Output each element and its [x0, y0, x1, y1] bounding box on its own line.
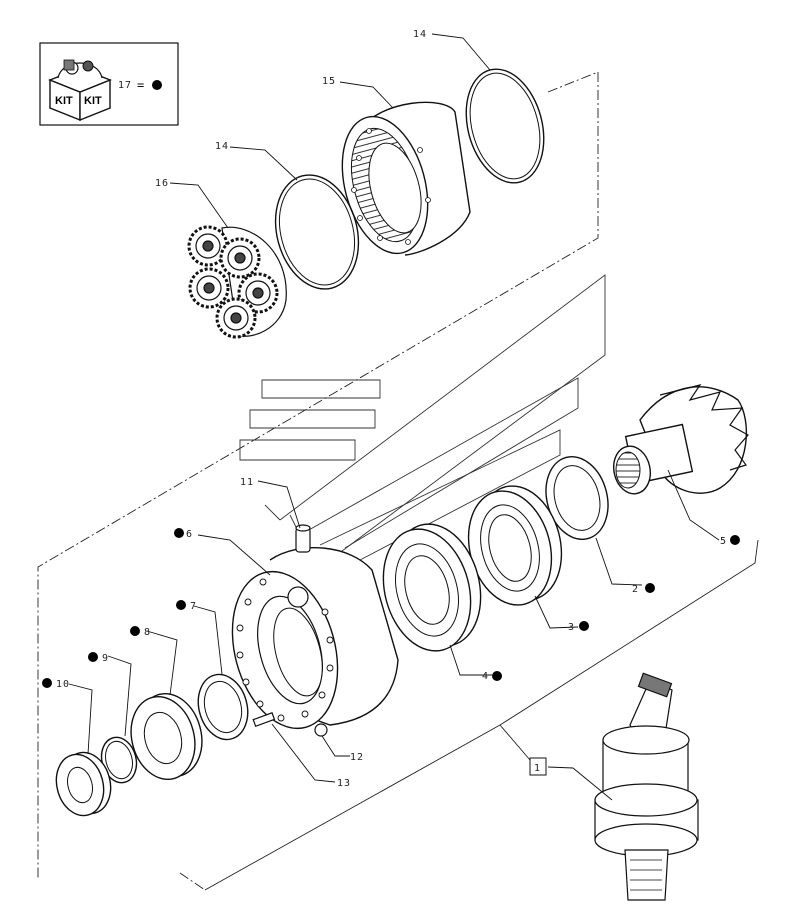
kit-dot-icon	[42, 678, 52, 688]
callout-labels: 14 15 14 16 5 2 3 4 6 7 8 9 10 11 12 13 …	[42, 29, 740, 789]
bearing-4	[382, 523, 482, 652]
kit-dot-icon	[88, 652, 98, 662]
boundary-lines	[204, 539, 759, 891]
kit-ref-label: 17	[118, 80, 132, 91]
callout-8: 8	[144, 627, 151, 638]
callout-14b: 14	[215, 141, 229, 152]
leader-lines	[68, 33, 720, 801]
callout-4: 4	[482, 671, 489, 682]
callout-12: 12	[350, 752, 364, 763]
planet-gear-icon	[215, 297, 257, 339]
kit-box-icon	[48, 59, 112, 122]
callout-3: 3	[568, 622, 575, 633]
bearing-8	[130, 692, 203, 781]
bearing-3	[467, 485, 563, 606]
center-guidelines	[37, 71, 599, 891]
direction-arrow-icon	[239, 274, 606, 561]
callout-9: 9	[102, 653, 109, 664]
swing-reduction-assembly-1	[594, 672, 699, 901]
snap-ring-14-middle	[274, 174, 360, 290]
callout-14a: 14	[413, 29, 427, 40]
kit-box-left-label: KIT	[55, 95, 73, 107]
callout-10: 10	[56, 679, 70, 690]
kit-dot-icon	[174, 528, 184, 538]
shim-2	[545, 455, 609, 541]
plug-12	[314, 723, 328, 737]
callout-1: 1	[534, 763, 541, 774]
callout-5: 5	[720, 536, 727, 547]
callout-6: 6	[186, 529, 193, 540]
planet-gear-icon	[219, 237, 261, 279]
equals-sign: =	[137, 78, 144, 92]
callout-13: 13	[337, 778, 351, 789]
dowel-pin-13	[252, 712, 276, 728]
kit-dot-icon	[176, 600, 186, 610]
snap-ring-14-top	[465, 68, 545, 184]
seal-7	[197, 673, 249, 741]
pinion-shaft-5	[612, 384, 749, 495]
kit-dot-icon	[492, 671, 502, 681]
planet-gear-icon	[188, 267, 230, 309]
callout-11: 11	[240, 477, 254, 488]
kit-dot-icon	[645, 583, 655, 593]
grease-fitting-11	[295, 524, 311, 553]
callout-15: 15	[322, 76, 336, 87]
callout-16: 16	[155, 178, 169, 189]
planet-gear-set-16	[187, 225, 287, 339]
kit-legend: KIT KIT 17 =	[39, 42, 179, 126]
kit-dot-icon	[152, 80, 162, 90]
callout-2: 2	[632, 584, 639, 595]
ring-gear-15	[341, 101, 471, 256]
callout-7: 7	[190, 601, 197, 612]
callout-1-box	[529, 757, 547, 776]
housing-6	[231, 547, 399, 730]
kit-dot-icon	[730, 535, 740, 545]
kit-dot-icon	[579, 621, 589, 631]
kit-dot-icon	[130, 626, 140, 636]
spacer-10	[55, 751, 112, 817]
kit-box-right-label: KIT	[84, 95, 102, 107]
